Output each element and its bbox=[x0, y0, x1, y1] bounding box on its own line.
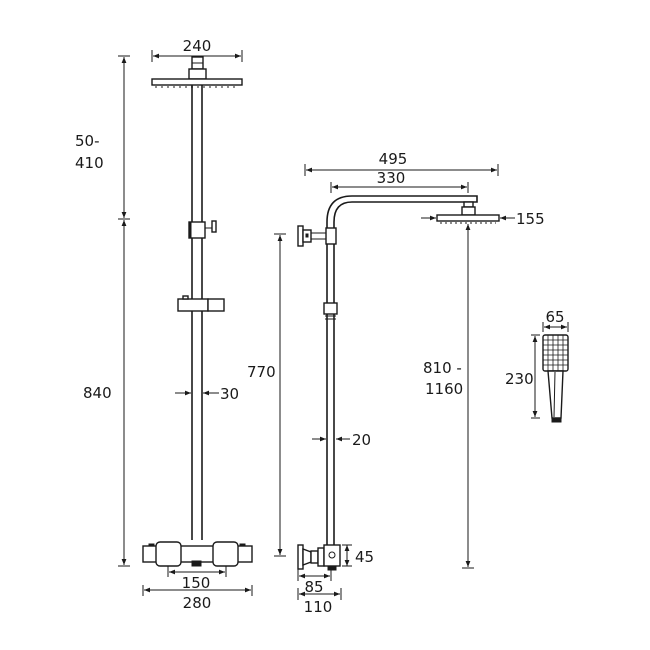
label-810: 810 - bbox=[423, 359, 462, 377]
dim-pipe-diameter: 20 bbox=[312, 431, 371, 449]
wall-bracket-top bbox=[297, 225, 337, 247]
label-495: 495 bbox=[379, 150, 408, 168]
dim-arm-overall: 495 bbox=[304, 150, 499, 176]
riser-pipe-side bbox=[323, 244, 338, 545]
label-330: 330 bbox=[377, 169, 406, 187]
overhead-shower-head-front bbox=[151, 56, 243, 88]
label-410: 410 bbox=[75, 154, 104, 172]
dim-bracket-height: 770 bbox=[247, 233, 286, 557]
front-view: 240 30 bbox=[75, 37, 253, 612]
dim-riser-height: 50- 410 840 bbox=[75, 55, 130, 567]
label-840: 840 bbox=[83, 384, 112, 402]
label-230: 230 bbox=[505, 370, 534, 388]
label-240: 240 bbox=[183, 37, 212, 55]
thermostatic-valve-side bbox=[297, 544, 341, 571]
dim-valve-projection: 85 110 bbox=[297, 569, 342, 616]
dim-valve-depth: 45 bbox=[342, 544, 374, 567]
handset-handle bbox=[547, 370, 564, 419]
label-85: 85 bbox=[304, 578, 323, 596]
dim-shower-head-width: 240 bbox=[151, 37, 243, 62]
shower-arm-side: 155 bbox=[326, 195, 545, 228]
label-110: 110 bbox=[304, 598, 333, 616]
label-770: 770 bbox=[247, 363, 276, 381]
label-45: 45 bbox=[355, 548, 374, 566]
label-30: 30 bbox=[220, 385, 239, 403]
handset: 65 230 bbox=[505, 308, 569, 423]
label-280: 280 bbox=[183, 594, 212, 612]
label-50: 50- bbox=[75, 132, 100, 150]
label-155: 155 bbox=[516, 210, 545, 228]
label-20: 20 bbox=[352, 431, 371, 449]
dim-head-height: 810 - 1160 bbox=[423, 224, 474, 569]
thermostatic-valve-front bbox=[142, 541, 253, 567]
label-150: 150 bbox=[182, 574, 211, 592]
label-65: 65 bbox=[545, 308, 564, 326]
side-view: 495 330 155 bbox=[247, 150, 545, 616]
dim-rail-diameter: 30 bbox=[175, 385, 239, 403]
label-1160: 1160 bbox=[425, 380, 463, 398]
dim-arm-reach: 330 bbox=[330, 169, 469, 193]
riser-rail-front bbox=[177, 85, 225, 540]
dim-valve: 150 280 bbox=[142, 566, 253, 612]
